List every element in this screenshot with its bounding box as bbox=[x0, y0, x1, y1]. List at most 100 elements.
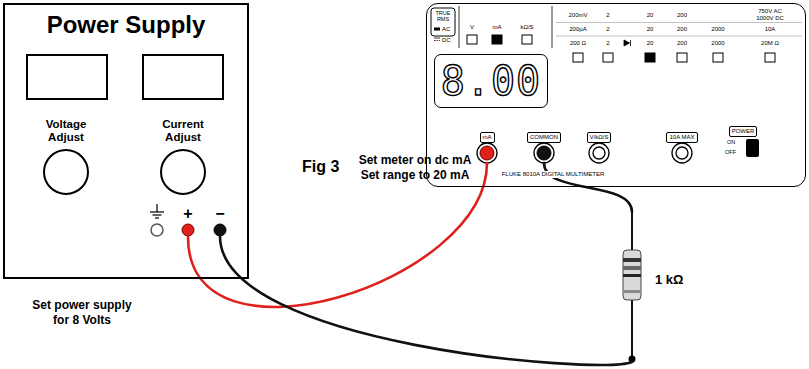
ground-symbol bbox=[150, 204, 164, 218]
voltage-adjust-knob: Voltage Adjust bbox=[42, 118, 90, 194]
black-test-lead bbox=[220, 237, 632, 365]
range-button bbox=[677, 53, 687, 62]
power-supply-panel: Power SupplyVoltage Adjust Current Adjust… bbox=[3, 3, 249, 279]
range-button bbox=[713, 53, 723, 62]
range-button bbox=[645, 53, 655, 62]
display-window bbox=[27, 55, 107, 99]
display-reading: 8.00 bbox=[441, 61, 541, 101]
function-button bbox=[492, 35, 502, 44]
range-label: 750V AC 1000V DC bbox=[754, 8, 786, 21]
range-label: 20 bbox=[647, 26, 654, 33]
switch-label: ON bbox=[727, 139, 735, 146]
terminal-sign: + bbox=[183, 205, 192, 223]
range-button bbox=[573, 53, 775, 62]
panel-title: Power Supply bbox=[47, 11, 206, 39]
range-grid bbox=[556, 36, 802, 37]
switch-bar bbox=[434, 28, 440, 31]
knob-label: Voltage Adjust bbox=[46, 118, 87, 144]
mode-label: DC bbox=[442, 37, 451, 44]
power-button bbox=[746, 139, 759, 157]
range-label: 10A bbox=[765, 26, 776, 33]
range-button bbox=[765, 53, 775, 62]
range-button bbox=[603, 53, 613, 62]
ten-amp-jack: 10A MAX bbox=[664, 125, 700, 163]
resistor-symbol bbox=[623, 266, 641, 270]
range-button bbox=[573, 53, 583, 62]
range-grid bbox=[556, 23, 802, 37]
range-label: 200 Ω bbox=[570, 40, 586, 47]
meter-display: 8.00 bbox=[434, 54, 548, 108]
red-test-lead bbox=[188, 163, 487, 307]
instruction-note: Set range to 20 mA bbox=[361, 168, 470, 182]
range-label: 2 bbox=[606, 26, 609, 33]
ma-jack: mA bbox=[476, 125, 498, 163]
range-label: 200 bbox=[677, 26, 687, 33]
common-jack: COMMON bbox=[525, 125, 563, 163]
function-button bbox=[467, 35, 532, 44]
multimeter-body: FLUKE 8010A DIGITAL MULTIMETER8.00mACOMM… bbox=[426, 3, 806, 187]
instruction-note: for 8 Volts bbox=[53, 313, 111, 327]
function-label: mA bbox=[493, 24, 502, 31]
resistor-symbol bbox=[631, 300, 633, 356]
range-label: 200µA bbox=[569, 26, 586, 33]
instruction-note: Set meter on dc mA bbox=[359, 153, 472, 167]
range-label: 2000 bbox=[711, 26, 724, 33]
display-window bbox=[27, 55, 223, 99]
range-label: 20 bbox=[647, 40, 654, 47]
function-label: V bbox=[470, 24, 474, 31]
mode-box bbox=[431, 8, 455, 36]
resistor-symbol bbox=[623, 258, 641, 262]
red-plug bbox=[480, 146, 494, 160]
range-label: 200 bbox=[677, 40, 687, 47]
adjust-knob bbox=[44, 150, 205, 194]
instruction-note: Set power supply bbox=[32, 298, 131, 312]
mode-label: AC bbox=[442, 26, 450, 33]
function-button bbox=[522, 35, 532, 44]
dc-symbol bbox=[434, 38, 440, 41]
negative-terminal-post bbox=[214, 224, 226, 236]
input-jack bbox=[477, 143, 497, 163]
resistor-symbol bbox=[623, 212, 641, 363]
range-label: 200mV bbox=[568, 12, 587, 19]
figure-number: Fig 3 bbox=[302, 157, 339, 176]
resistor-symbol bbox=[623, 274, 641, 277]
resistor: 1 kΩ bbox=[620, 212, 644, 362]
current-adjust-knob: Current Adjust bbox=[159, 118, 207, 194]
positive-terminal-post bbox=[182, 224, 194, 236]
negative-terminal: − bbox=[213, 205, 227, 237]
resistor-symbol bbox=[623, 290, 641, 293]
input-jack bbox=[589, 143, 609, 163]
ground-symbol bbox=[156, 204, 157, 212]
power-label: POWER bbox=[729, 126, 758, 137]
ground-symbol bbox=[153, 214, 162, 215]
range-label: 20M Ω bbox=[761, 40, 779, 47]
mode-label: TRUE RMS bbox=[436, 10, 451, 23]
adjust-knob bbox=[44, 150, 88, 194]
jack-label: 10A MAX bbox=[666, 132, 697, 143]
range-label: 2 bbox=[606, 40, 609, 47]
switch-label: OFF bbox=[725, 149, 736, 156]
range-label: 2000 bbox=[711, 40, 724, 47]
diode-symbol bbox=[630, 40, 631, 46]
mode-box bbox=[431, 8, 455, 36]
jack-label: mA bbox=[480, 132, 495, 143]
range-grid bbox=[556, 22, 802, 23]
positive-terminal: + bbox=[181, 205, 195, 237]
diode-symbol bbox=[624, 40, 630, 46]
input-jack bbox=[593, 147, 605, 159]
panel-divider bbox=[459, 6, 460, 48]
function-label: kΩ/S bbox=[520, 24, 533, 31]
diode-symbol bbox=[624, 40, 631, 46]
input-jack bbox=[672, 143, 692, 163]
jack-label: V/kΩ/S bbox=[587, 132, 612, 143]
ground-terminal bbox=[151, 224, 163, 236]
resistor-symbol bbox=[631, 212, 633, 250]
terminal-sign: − bbox=[215, 205, 224, 223]
input-jack bbox=[477, 143, 692, 163]
adjust-knob bbox=[161, 150, 205, 194]
range-label: 200 bbox=[677, 12, 687, 19]
ground-symbol bbox=[150, 211, 164, 212]
range-label: 2 bbox=[606, 12, 609, 19]
